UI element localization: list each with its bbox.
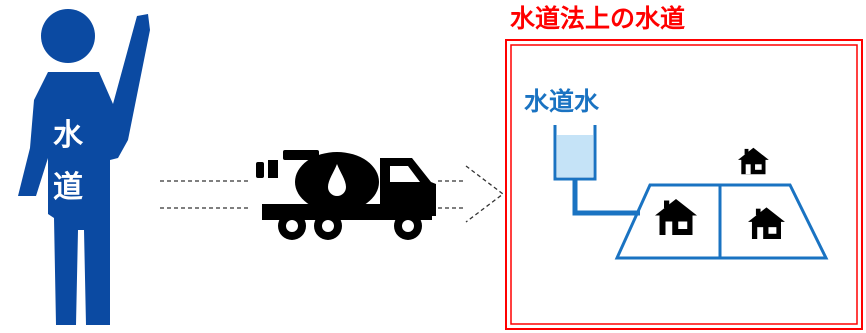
water-supply-boundary <box>505 39 863 330</box>
person-head <box>41 9 95 63</box>
arrow-head <box>465 165 505 223</box>
water-source-label: 水道水 <box>524 87 600 116</box>
house-icon <box>738 147 769 175</box>
person-label-char-1: 水 <box>53 118 83 153</box>
boundary-title: 水道法上の水道 <box>510 4 686 33</box>
house-icon <box>655 199 697 235</box>
house-icon <box>748 207 785 240</box>
person-label-char-2: 道 <box>53 170 83 205</box>
water-pipe <box>572 179 640 216</box>
transport-arrows <box>160 165 505 223</box>
water-tanker-truck-icon <box>256 150 436 240</box>
water-tank <box>553 125 597 181</box>
person-body <box>18 14 150 325</box>
person-figure <box>18 9 150 325</box>
service-area <box>614 183 829 260</box>
